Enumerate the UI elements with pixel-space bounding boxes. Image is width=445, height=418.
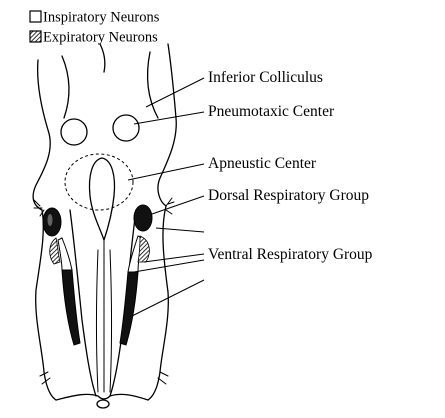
vrg-left-rostral [57,237,73,271]
pneumotaxic-left [60,118,88,146]
legend-label-expiratory: Expiratory Neurons [43,30,158,46]
drg-left [42,207,62,237]
pneumotaxic-circles [60,114,140,146]
fourth-ventricle [69,157,137,397]
label-inferior-colliculus: Inferior Colliculus [208,69,323,86]
bottom-cut [55,393,149,401]
inspiratory-swatch [29,10,42,23]
right-bottom-tuft [157,371,169,385]
label-ventral-respiratory-group: Ventral Respiratory Group [208,246,373,263]
drg-right [133,204,153,232]
leader-pneumotaxic [133,111,205,125]
right-midline-paramedian [109,249,112,393]
left-inner-boundary [69,209,97,397]
drg-left-highlight [47,214,53,226]
left-tuft [33,199,45,217]
left-midline-paramedian [96,249,99,393]
vrg-left-caudal [61,269,81,346]
legend-item-expiratory: Expiratory Neurons [29,30,158,46]
legend-label-inspiratory: Inspiratory Neurons [43,10,160,26]
leader-ventral-3 [133,259,205,273]
left-outer-contour [32,59,51,211]
leader-lines [127,77,205,317]
vrg-right-caudal [119,271,139,346]
structure-labels: Inferior Colliculus Pneumotaxic Center A… [208,69,373,263]
left-medulla-side [35,209,57,401]
right-outer-contour [157,43,177,207]
expiratory-swatch [29,30,42,43]
legend: Inspiratory Neurons Expiratory Neurons [29,10,160,46]
midline-notch [99,43,106,73]
brainstem-outline [32,43,177,409]
vrg-right-hatched [137,235,150,263]
left-bottom-tuft [39,371,51,385]
leader-ventral-2 [143,253,205,263]
label-pneumotaxic-center: Pneumotaxic Center [208,103,335,120]
leader-ventral-4 [131,279,205,317]
midbrain-top-right [146,51,159,119]
leader-dorsal [151,195,205,215]
right-medulla-side [147,205,169,401]
leader-apneustic [127,163,205,181]
apneustic-center-region [64,153,134,211]
ventral-respiratory-group [49,235,150,346]
dorsal-respiratory-group [42,204,153,237]
legend-item-inspiratory: Inspiratory Neurons [29,10,160,26]
label-apneustic-center: Apneustic Center [208,155,317,172]
vrg-left-hatched [49,237,61,265]
label-dorsal-respiratory-group: Dorsal Respiratory Group [208,187,369,204]
pneumotaxic-right [112,114,140,142]
midbrain-top [61,55,70,119]
leader-ventral-1 [155,227,205,233]
right-tuft [165,197,175,215]
central-canal [96,399,110,409]
leader-inferior-colliculus [145,77,205,108]
ventricle-floor [88,157,116,241]
